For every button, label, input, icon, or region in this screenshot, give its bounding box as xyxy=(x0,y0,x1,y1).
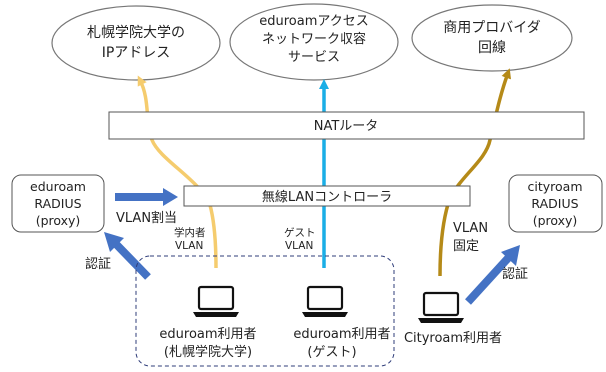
vlan-fixed-label-line1: VLAN xyxy=(453,221,488,236)
auth-arrow-right xyxy=(465,245,520,305)
cloud-eduroam-service: eduroamアクセス ネットワーク収容 サービス xyxy=(229,3,399,81)
cloud-eduroam-line3: サービス xyxy=(288,50,340,65)
cloud-commercial-line1: 商用プロバイダ xyxy=(443,20,540,36)
guest-vlan-label-line2: VLAN xyxy=(285,240,313,252)
radius-left-line1: eduroam xyxy=(30,179,86,194)
wlan-controller-label: 無線LANコントローラ xyxy=(262,189,392,205)
radius-right-line3: (proxy) xyxy=(533,213,578,228)
radius-right-line2: RADIUS xyxy=(531,196,578,211)
cityroam-line xyxy=(438,68,511,277)
eduroam-radius-box: eduroam RADIUS (proxy) xyxy=(11,174,105,233)
campus-vlan-label-line1: 学内者 xyxy=(174,226,206,239)
eduroam-users-group xyxy=(135,255,395,367)
cloud-sapporo-ip: 札幌学院大学の IPアドレス xyxy=(51,5,221,81)
campus-vlan-label-line2: VLAN xyxy=(175,240,203,252)
guest-user-label-line2: (ゲスト) xyxy=(307,345,356,360)
cloud-eduroam-line1: eduroamアクセス xyxy=(259,14,368,29)
campus-user-label-line1: eduroam利用者 xyxy=(159,327,256,342)
wlan-controller-box: 無線LANコントローラ xyxy=(183,185,471,207)
auth-left-label: 認証 xyxy=(85,256,111,272)
nat-router-box: NATルータ xyxy=(108,111,585,140)
cityroam-radius-box: cityroam RADIUS (proxy) xyxy=(508,174,603,233)
cloud-sapporo-line2: IPアドレス xyxy=(102,45,171,61)
auth-arrow-left xyxy=(104,232,151,280)
guest-vlan-label-line1: ゲスト xyxy=(284,227,316,239)
laptop-icon xyxy=(193,285,239,317)
radius-left-line3: (proxy) xyxy=(36,213,81,228)
nat-router-label: NATルータ xyxy=(314,119,379,134)
vlan-assign-label: VLAN割当 xyxy=(116,210,177,226)
campus-user-label-line2: (札幌学院大学) xyxy=(164,344,252,360)
cloud-eduroam-line2: ネットワーク収容 xyxy=(262,31,366,47)
laptop-icon xyxy=(418,291,464,323)
radius-left-line2: RADIUS xyxy=(34,196,81,211)
cloud-commercial-provider: 商用プロバイダ 回線 xyxy=(411,4,573,72)
cityroam-user-label: Cityroam利用者 xyxy=(404,331,502,346)
vlan-fixed-label-line2: 固定 xyxy=(453,239,479,254)
auth-right-label: 認証 xyxy=(502,266,528,282)
vlan-assign-arrow xyxy=(115,188,178,206)
cloud-commercial-line2: 回線 xyxy=(478,40,506,56)
guest-user-label-line1: eduroam利用者 xyxy=(293,327,390,342)
cloud-sapporo-line1: 札幌学院大学の xyxy=(87,25,185,41)
radius-right-line1: cityroam xyxy=(528,179,583,194)
campus-vlan-line xyxy=(140,80,218,269)
laptop-icon xyxy=(302,285,348,317)
